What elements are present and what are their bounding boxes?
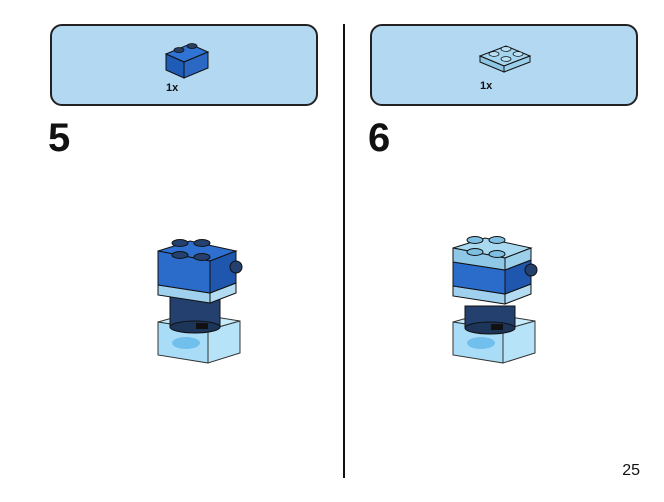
step-6-parts-callout: 1x	[370, 24, 638, 106]
step-6-model-illustration	[452, 236, 538, 364]
step-5-parts-callout: 1x	[50, 24, 318, 106]
part-quantity: 1x	[166, 82, 179, 94]
step-divider	[343, 24, 345, 478]
page-number: 25	[622, 462, 640, 479]
light-blue-2x2-plate-icon	[478, 45, 532, 73]
step-number: 6	[368, 116, 391, 160]
blue-2x2-brick-icon	[164, 43, 210, 79]
step-5-model-illustration	[157, 239, 243, 364]
part-quantity: 1x	[480, 80, 493, 92]
step-number: 5	[48, 116, 71, 160]
